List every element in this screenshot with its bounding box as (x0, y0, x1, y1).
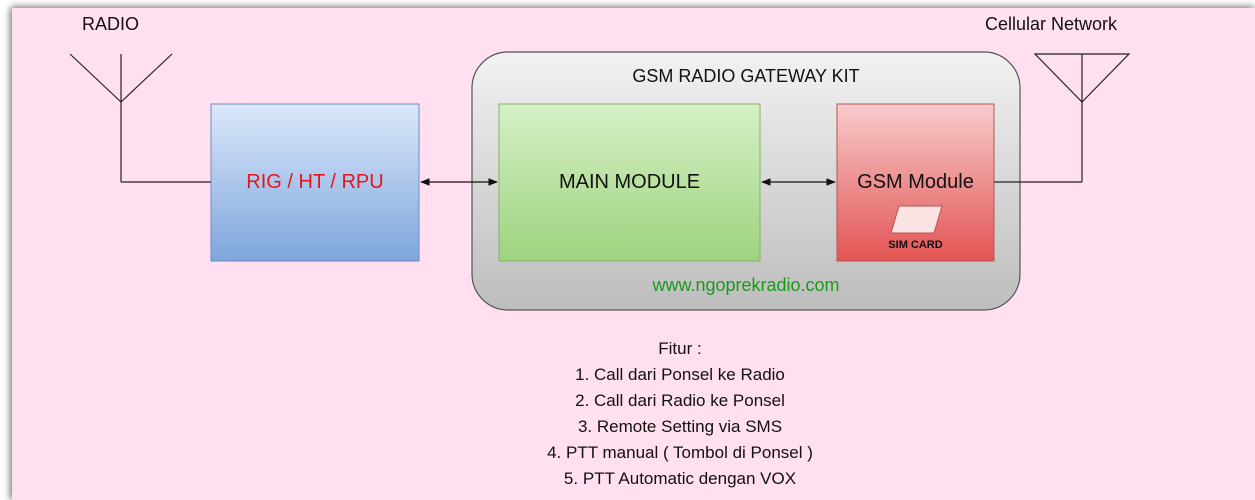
rig-label: RIG / HT / RPU (246, 171, 384, 193)
cellular-network-label: Cellular Network (985, 14, 1118, 34)
feature-item: 2. Call dari Radio ke Ponsel (575, 391, 785, 410)
rig-box (210, 103, 420, 262)
radio-antenna-icon (69, 53, 211, 183)
features-list: Fitur : 1. Call dari Ponsel ke Radio 2. … (400, 336, 960, 492)
sim-card-icon (890, 205, 943, 234)
feature-item: 5. PTT Automatic dengan VOX (563, 469, 797, 488)
website-label: www.ngoprekradio.com (652, 275, 840, 295)
cellular-antenna-icon (994, 53, 1131, 183)
feature-item: 3. Remote Setting via SMS (577, 417, 783, 436)
main-module-label: MAIN MODULE (558, 171, 701, 193)
gsm-module-box (836, 103, 995, 262)
sim-card-label: SIM CARD (888, 239, 943, 251)
gateway-title: GSM RADIO GATEWAY KIT (632, 66, 860, 86)
gsm-module-label: GSM Module (857, 171, 974, 193)
feature-item: 4. PTT manual ( Tombol di Ponsel ) (547, 443, 813, 462)
main-module-box (498, 103, 761, 262)
radio-label: RADIO (82, 14, 140, 34)
feature-item: 1. Call dari Ponsel ke Radio (575, 365, 785, 384)
features-title: Fitur : (658, 339, 702, 358)
